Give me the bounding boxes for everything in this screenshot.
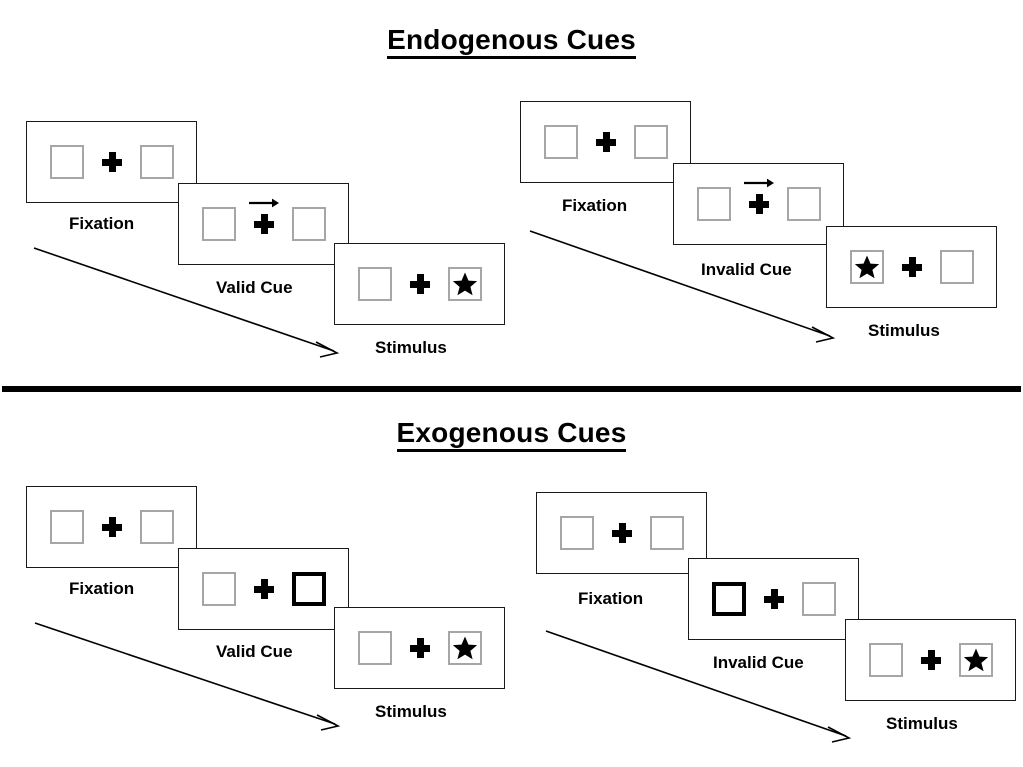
plus-icon — [611, 523, 632, 543]
plus-icon — [595, 132, 616, 152]
plus-icon — [101, 517, 122, 537]
caption-exogenous-valid-stimulus: Stimulus — [375, 702, 447, 721]
right-box — [139, 145, 174, 179]
right-box — [801, 582, 836, 616]
panel-endogenous-invalid-cue — [673, 163, 844, 245]
right-box — [786, 187, 821, 221]
left-box-cued — [711, 582, 746, 616]
arrow-right-icon — [248, 197, 280, 209]
caption-endogenous-invalid-stimulus: Stimulus — [868, 321, 940, 340]
left-box — [696, 187, 731, 221]
diagonal-arrow-icon-endogenous-invalid — [528, 228, 838, 346]
caption-exogenous-invalid-stimulus: Stimulus — [886, 714, 958, 733]
plus-icon — [101, 152, 122, 172]
plus-icon — [409, 638, 430, 658]
panel-content — [696, 178, 821, 221]
plus-icon — [253, 579, 274, 599]
panel-content — [357, 631, 482, 665]
left-box — [849, 250, 884, 284]
panel-content — [201, 572, 326, 606]
left-box — [868, 643, 903, 677]
right-box — [958, 643, 993, 677]
panel-content — [559, 516, 684, 550]
panel-exogenous-valid-fixation — [26, 486, 197, 568]
right-box — [649, 516, 684, 550]
star-icon — [452, 271, 478, 297]
caption-endogenous-valid-fixation: Fixation — [69, 214, 135, 233]
panel-endogenous-valid-cue — [178, 183, 349, 265]
star-icon — [854, 254, 880, 280]
left-box — [49, 145, 84, 179]
panel-content — [357, 267, 482, 301]
left-box — [201, 207, 236, 241]
panel-exogenous-valid-cue — [178, 548, 349, 630]
caption-exogenous-invalid-fixation: Fixation — [578, 589, 644, 608]
panel-exogenous-invalid-stimulus — [845, 619, 1016, 701]
panel-content — [711, 582, 836, 616]
star-icon — [452, 635, 478, 661]
caption-exogenous-invalid-cue: Invalid Cue — [713, 653, 804, 672]
panel-endogenous-valid-fixation — [26, 121, 197, 203]
caption-endogenous-valid-stimulus: Stimulus — [375, 338, 447, 357]
section-title-exogenous: Exogenous Cues — [0, 417, 1023, 452]
left-box — [49, 510, 84, 544]
right-box — [939, 250, 974, 284]
plus-icon — [743, 178, 774, 214]
plus-icon — [901, 257, 922, 277]
caption-exogenous-valid-fixation: Fixation — [69, 579, 135, 598]
left-box — [357, 267, 392, 301]
caption-endogenous-invalid-cue: Invalid Cue — [701, 260, 792, 279]
arrow-right-icon — [743, 177, 775, 189]
section-title-exogenous-text: Exogenous Cues — [396, 417, 627, 452]
panel-exogenous-invalid-fixation — [536, 492, 707, 574]
left-box — [201, 572, 236, 606]
section-title-endogenous-text: Endogenous Cues — [387, 24, 636, 59]
left-box — [357, 631, 392, 665]
caption-endogenous-valid-cue: Valid Cue — [216, 278, 293, 297]
plus-icon — [920, 650, 941, 670]
panel-content — [49, 510, 174, 544]
right-box — [447, 267, 482, 301]
right-box — [447, 631, 482, 665]
left-box — [559, 516, 594, 550]
right-box — [291, 207, 326, 241]
section-title-endogenous: Endogenous Cues — [0, 24, 1023, 59]
plus-icon — [763, 589, 784, 609]
panel-exogenous-valid-stimulus — [334, 607, 505, 689]
diagonal-arrow-icon-exogenous-valid — [33, 620, 343, 735]
panel-content — [849, 250, 974, 284]
panel-endogenous-invalid-fixation — [520, 101, 691, 183]
panel-endogenous-invalid-stimulus — [826, 226, 997, 308]
diagonal-arrow-icon-exogenous-invalid — [544, 628, 854, 746]
section-divider — [2, 386, 1021, 392]
panel-content — [49, 145, 174, 179]
right-box — [139, 510, 174, 544]
plus-icon — [409, 274, 430, 294]
panel-content — [868, 643, 993, 677]
plus-icon — [248, 198, 279, 234]
right-box — [633, 125, 668, 159]
right-box-cued — [291, 572, 326, 606]
caption-endogenous-invalid-fixation: Fixation — [562, 196, 628, 215]
left-box — [543, 125, 578, 159]
panel-endogenous-valid-stimulus — [334, 243, 505, 325]
panel-exogenous-invalid-cue — [688, 558, 859, 640]
panel-content — [543, 125, 668, 159]
star-icon — [963, 647, 989, 673]
caption-exogenous-valid-cue: Valid Cue — [216, 642, 293, 661]
panel-content — [201, 198, 326, 241]
